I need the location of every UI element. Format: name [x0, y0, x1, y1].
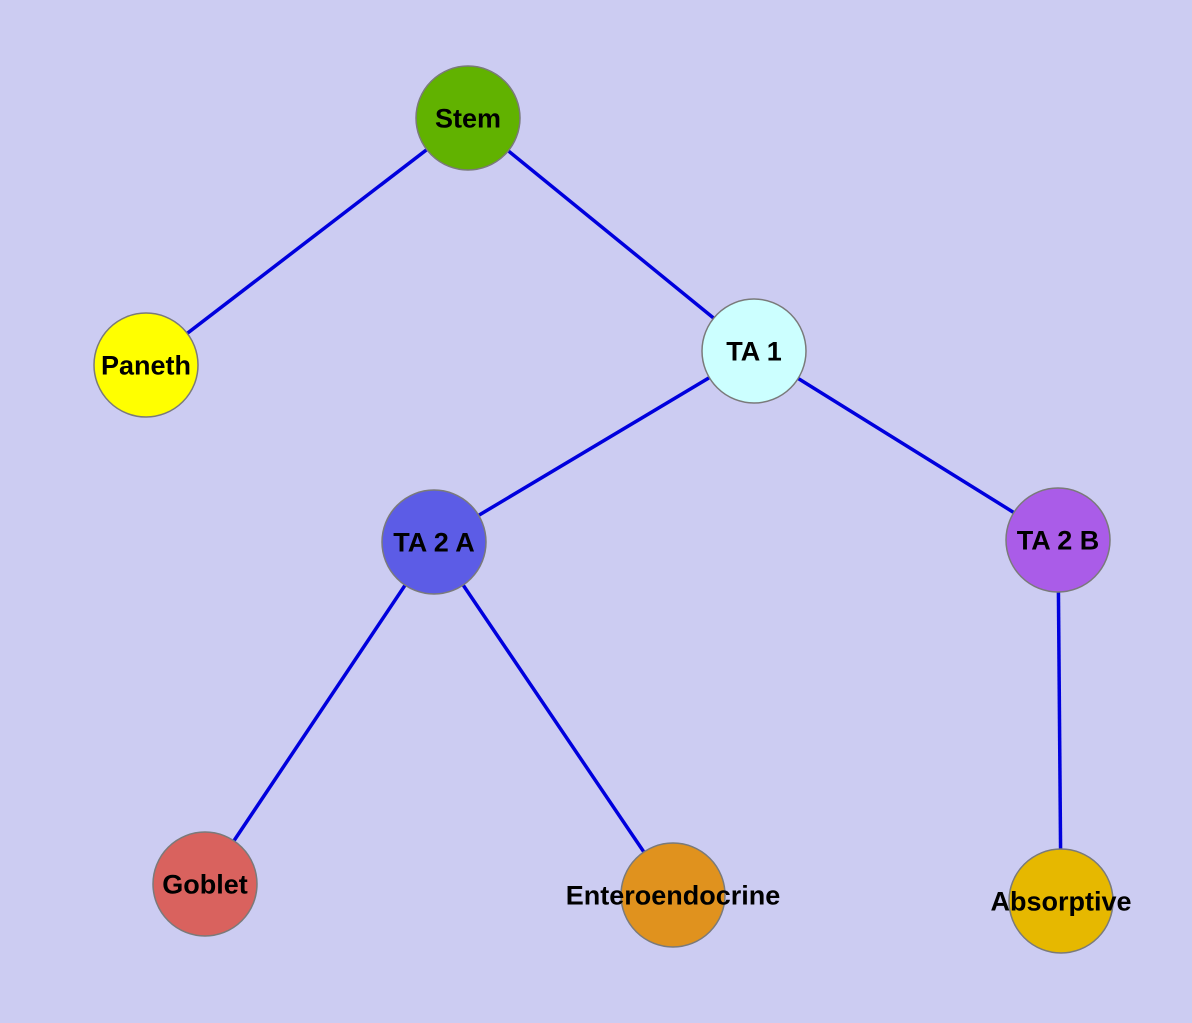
node-circle-goblet — [152, 831, 258, 937]
node-circle-stem — [415, 65, 521, 171]
edge-stem-paneth — [144, 116, 470, 367]
node-circle-absorptive — [1008, 848, 1114, 954]
edges-layer — [144, 116, 1063, 902]
node-stem: Stem — [415, 65, 521, 171]
edge-stem-ta1 — [466, 116, 756, 353]
edge-ta2a-goblet — [203, 541, 436, 885]
edge-ta2a-enteroendocrine — [432, 541, 675, 896]
node-circle-enteroendocrine — [620, 842, 726, 948]
edge-ta2b-absorptive — [1056, 539, 1063, 902]
node-ta1: TA 1 — [701, 298, 807, 404]
node-circle-ta1 — [701, 298, 807, 404]
node-paneth: Paneth — [93, 312, 199, 418]
edge-ta1-ta2b — [753, 349, 1059, 542]
node-circle-ta2b — [1005, 487, 1111, 593]
node-ta2a: TA 2 A — [381, 489, 487, 595]
edge-ta1-ta2a — [433, 349, 755, 544]
node-ta2b: TA 2 B — [1005, 487, 1111, 593]
node-goblet: Goblet — [152, 831, 258, 937]
node-circle-paneth — [93, 312, 199, 418]
node-circle-ta2a — [381, 489, 487, 595]
